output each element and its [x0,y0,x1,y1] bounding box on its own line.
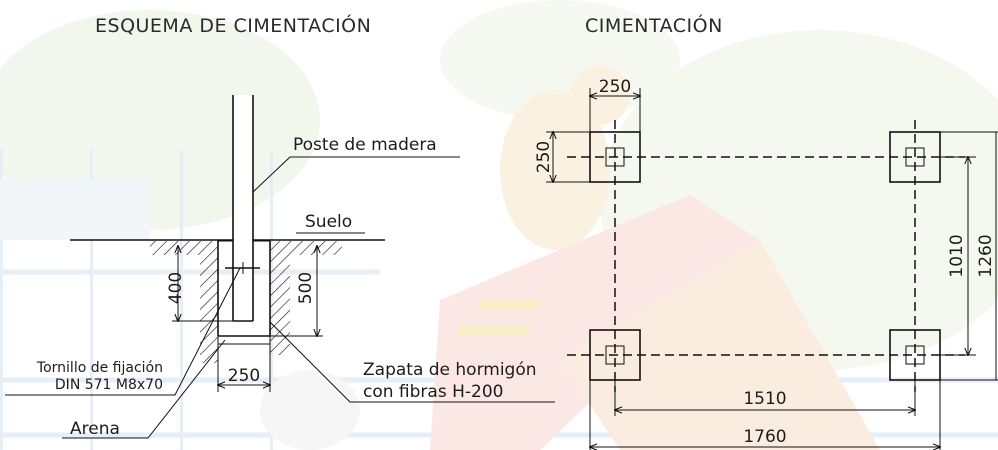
soil-hatch [270,255,290,355]
plan-drawing: 250 250 1510 1760 1010 1260 [534,77,998,450]
bg-dog-small [260,370,360,450]
section-drawing: 400 500 250 Poste de madera Suelo Tornil… [5,95,555,439]
bg-ramp [430,195,760,450]
label-zapata-2: con fibras H-200 [363,382,503,402]
footing-tl [589,131,641,183]
plan-title: CIMENTACIÓN [585,13,723,37]
dim-400: 400 [166,272,186,304]
leader-zapata [269,321,555,403]
plan-dim-1260: 1260 [976,234,996,277]
soil-hatch [150,241,218,255]
leader-poste [252,156,460,193]
bg-sign [0,180,150,240]
leader-tornillo [5,267,241,396]
plan-dim-1010: 1010 [947,234,967,277]
plan-dim-1510: 1510 [743,389,786,409]
dim-250-width: 250 [228,366,260,386]
plan-dim-1760: 1760 [743,427,786,447]
label-suelo: Suelo [305,212,352,232]
section-title: ESQUEMA DE CIMENTACIÓN [95,13,371,37]
plan-dim-250-top: 250 [599,77,631,97]
label-tornillo-2: DIN 571 M8x70 [55,377,163,393]
soil-hatch [270,241,342,255]
bg-ramp [560,240,880,450]
label-tornillo-1: Tornillo de fijación [36,360,163,376]
label-poste: Poste de madera [293,135,437,155]
label-zapata-1: Zapata de hormigón [363,360,537,380]
leader-arena [62,339,226,439]
sand-layer [217,335,271,345]
label-arena: Arena [70,419,120,439]
wooden-post [233,95,253,321]
soil-hatch [200,255,218,363]
plan-dim-250-side: 250 [534,141,554,173]
dim-500: 500 [296,272,316,304]
